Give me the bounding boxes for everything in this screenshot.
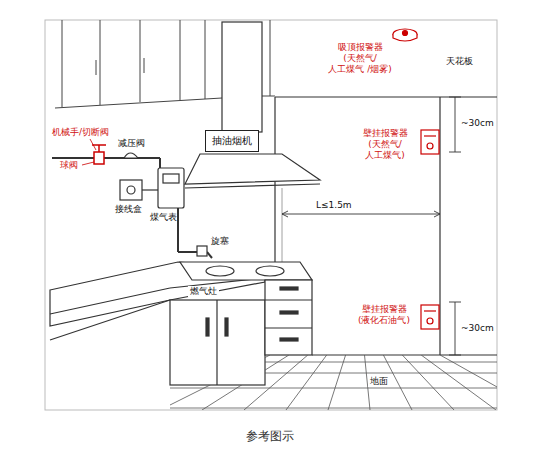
meter-label: 煤气表 — [150, 212, 177, 223]
plug-valve-label: 旋塞 — [211, 236, 229, 247]
gas-meter — [158, 168, 184, 208]
floor-label: 地面 — [368, 376, 390, 387]
tile-line — [170, 362, 497, 363]
tile-line — [286, 355, 327, 410]
tile-line — [170, 408, 497, 409]
tile-line — [402, 355, 454, 410]
tile-line — [244, 355, 308, 410]
tile-line — [440, 355, 538, 410]
tile-line — [328, 355, 346, 410]
tile-line — [170, 388, 497, 389]
dimension-label: ~30cm — [459, 323, 496, 334]
tile-line — [170, 373, 497, 374]
wall-alarm-label: 壁挂报警器 (天然气/ 人工煤气) — [352, 128, 418, 161]
dimension-label: ~30cm — [459, 118, 496, 129]
junction-box-label: 接线盒 — [115, 204, 142, 215]
tile-line — [421, 355, 496, 410]
caption: 参考图示 — [246, 428, 294, 445]
pressure-regulator — [124, 153, 138, 158]
center-line — [282, 188, 283, 262]
ceiling-alarm-label: 吸顶报警器 (天然气/ 人工煤气 /烟雾) — [328, 42, 392, 75]
stove-label: 燃气灶 — [188, 286, 219, 297]
ball-valve-label: 球阀 — [60, 160, 78, 171]
hood-label-box: 抽油烟机 — [205, 130, 259, 152]
frame — [45, 20, 497, 410]
shutoff-valve — [92, 145, 106, 164]
gas-stove — [180, 262, 312, 355]
range-hood — [185, 22, 320, 188]
node-text: 抽油烟机 — [212, 135, 252, 147]
alarms — [393, 29, 439, 329]
gas-pipe — [52, 158, 212, 258]
dimension-lines — [282, 97, 461, 355]
regulator-label: 减压阀 — [118, 138, 145, 149]
floor-tiles — [160, 355, 538, 410]
plug-valve — [197, 246, 207, 256]
wall-alarm-label: 壁挂报警器 (液化石油气) — [350, 304, 418, 326]
leader-lines — [82, 139, 96, 165]
valve-label: 机械手/切断阀 — [52, 127, 109, 138]
distance-label: L≤1.5m — [316, 200, 352, 211]
junction-box — [120, 180, 158, 200]
ceiling-label: 天花板 — [446, 56, 473, 67]
